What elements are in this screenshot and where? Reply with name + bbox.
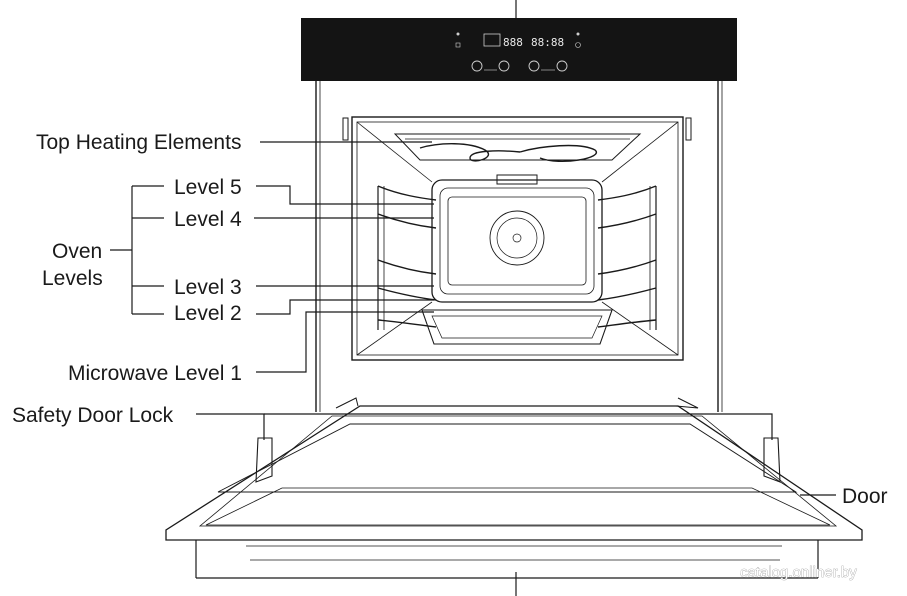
label-door: Door (842, 485, 888, 508)
safety-lock-left (255, 437, 273, 483)
display-right-readout: 88:88 (531, 36, 564, 49)
fan-icon (489, 210, 545, 266)
control-button[interactable] (498, 60, 510, 72)
indicator-icon (576, 32, 580, 36)
label-level4: Level 4 (174, 208, 242, 231)
control-button[interactable] (471, 60, 483, 72)
control-button[interactable] (528, 60, 540, 72)
label-level2: Level 2 (174, 302, 242, 325)
door (165, 397, 863, 579)
leader-lines (110, 141, 836, 496)
indicator-icon (455, 42, 461, 48)
display-icon-box (483, 33, 501, 47)
oven-body (315, 81, 723, 412)
control-panel: 888 88:88 (301, 18, 737, 81)
watermark: catalog.onliner.by (740, 564, 857, 581)
label-safety-door-lock: Safety Door Lock (12, 404, 174, 427)
indicator-icon (456, 32, 460, 36)
label-level3: Level 3 (174, 276, 242, 299)
safety-lock-right (763, 437, 781, 483)
display-left-readout: 888 (503, 36, 523, 49)
label-top-heating: Top Heating Elements (36, 131, 241, 154)
label-level5: Level 5 (174, 176, 242, 199)
power-icon (575, 42, 581, 48)
label-oven-levels-1: Oven (52, 240, 102, 263)
label-oven-levels-2: Levels (42, 267, 103, 290)
control-button[interactable] (556, 60, 568, 72)
label-microwave-level1: Microwave Level 1 (68, 362, 242, 385)
